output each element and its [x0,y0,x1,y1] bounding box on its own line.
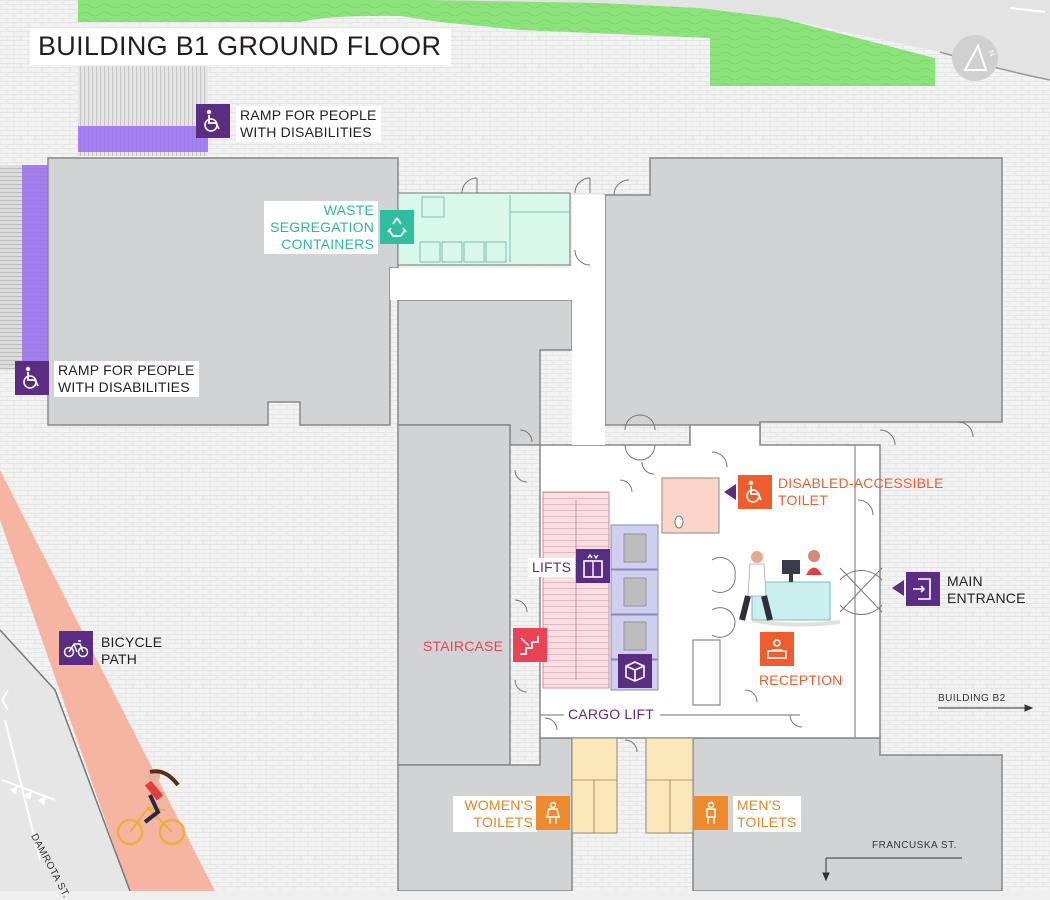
womens-toilet-room [571,737,618,834]
grass-top [78,0,935,86]
lift-icon [576,549,610,583]
compass-label: N [986,49,997,59]
mens-toilet-room [645,737,694,834]
reception-label: RECEPTION [759,672,843,688]
entrance-icon [906,572,940,606]
street-top [380,0,1050,80]
page-title: BUILDING B1 GROUND FLOOR [30,28,452,65]
compass: N [952,35,998,81]
francuska-street-label: FRANCUSKA ST. [872,840,957,851]
bicycle-icon [59,631,93,665]
wheelchair-icon [15,361,49,395]
box-icon [618,654,652,688]
cyclist-illustration [116,769,186,846]
woman-icon [536,796,570,830]
staircase-label: STAIRCASE [423,638,504,654]
man-icon [694,796,728,830]
pointer-arrow-icon [892,580,904,596]
reception-desk-icon [760,632,794,666]
reception-desk-illustration [739,550,841,627]
lifts-label: LIFTS [528,558,576,577]
building-b2-direction: BUILDING B2 [938,693,1006,704]
wheelchair-icon [738,475,772,509]
building-south-west [397,424,511,766]
accessible-toilet-room [661,477,720,534]
bike-path [0,470,215,891]
building-north-east [604,157,1003,446]
road-left [0,630,130,891]
pointer-arrow-icon [724,484,736,500]
recycle-icon [380,210,414,244]
cargo-lift-label: CARGO LIFT [564,705,659,724]
stairs-icon [513,628,547,662]
wheelchair-icon [196,104,230,138]
